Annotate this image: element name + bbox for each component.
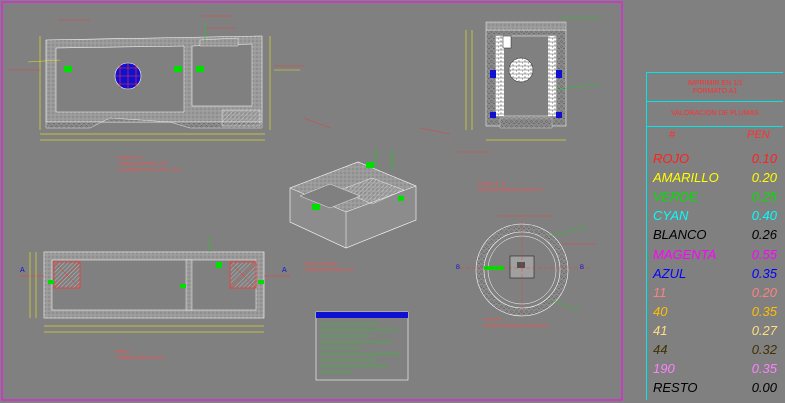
- pen-table-title: VALORACION DE PLUMAS: [671, 110, 759, 117]
- corte-aa-note: VOLUMEN TOTAL UTIL= 7m3: [118, 167, 181, 172]
- pen-width-value: 0.35: [751, 303, 777, 319]
- pen-row: VERDE 0.25: [647, 187, 783, 206]
- pen-color-name: 40: [653, 303, 668, 319]
- section-mark-b-right: B: [580, 265, 585, 271]
- planta-pozo-subtitle: POZO DE PERCOLACION N°2: [484, 323, 549, 328]
- pen-color-name: ROJO: [653, 151, 690, 166]
- corte-bb-title: CORTE B - B: [478, 181, 506, 186]
- vista-isometrica-subtitle: TANQUE SEPTICO N°2: [304, 267, 354, 272]
- pen-row: MAGENTA 0.55: [647, 245, 783, 264]
- pen-valuation-table: IMPRIMIR EN 1/1 FORMATO A1 VALORACION DE…: [646, 72, 783, 400]
- section-mark-a-left: A: [20, 267, 25, 274]
- section-mark-b-left: B: [456, 265, 461, 271]
- pen-color-name: AMARILLO: [653, 170, 719, 186]
- corte-bb-view: [465, 17, 601, 141]
- corte-aa-view: [27, 24, 300, 141]
- pen-color-name: CYAN: [653, 208, 689, 224]
- pen-table-title-header: VALORACION DE PLUMAS: [647, 101, 783, 127]
- pen-color-name: VERDE: [653, 189, 698, 205]
- pen-width-value: 0.00: [751, 380, 777, 396]
- pen-width-value: 0.20: [751, 170, 777, 186]
- vista-isometrica-title: Vista Isometrica: [304, 261, 337, 266]
- col-header-color: #: [669, 129, 676, 141]
- spec-notes-box: [315, 311, 409, 381]
- pen-width-value: 0.55: [751, 246, 777, 262]
- pen-width-value: 0.10: [751, 151, 777, 166]
- planta-tanque-title: Planta: [116, 349, 130, 354]
- corte-aa-subtitle: TANQUE SEPTICO N°2: [118, 161, 168, 166]
- col-header-pen: PEN: [747, 129, 770, 141]
- pen-row: AMARILLO 0.20: [647, 168, 783, 187]
- sheet-border: [1, 1, 623, 401]
- pen-color-name: 11: [653, 284, 667, 300]
- planta-pozo-title: PLANTA: [484, 317, 502, 322]
- pen-row: RESTO 0.00: [647, 378, 783, 397]
- corte-bb-subtitle: POZO DE PERCOLACION N°2: [478, 187, 543, 192]
- pen-row: 190 0.35: [647, 359, 783, 378]
- pen-color-name: BLANCO: [653, 227, 707, 243]
- pen-row: CYAN 0.40: [647, 206, 783, 225]
- pen-color-name: 44: [653, 342, 668, 357]
- planta-pozo-view: [460, 220, 590, 317]
- pen-width-value: 0.35: [751, 265, 777, 281]
- pen-width-value: 0.35: [751, 361, 777, 377]
- pen-width-value: 0.27: [751, 322, 777, 338]
- pen-color-name: RESTO: [653, 380, 698, 396]
- corte-aa-title: CORTE A-A: [118, 155, 143, 160]
- annotation-leaders: [8, 15, 596, 245]
- pen-color-name: 41: [653, 322, 668, 338]
- pen-width-value: 0.40: [751, 208, 777, 224]
- pen-color-name: AZUL: [653, 265, 687, 281]
- pen-width-value: 0.32: [751, 342, 777, 357]
- section-mark-a-right: A: [282, 267, 287, 274]
- pen-row: BLANCO 0.26: [647, 225, 783, 244]
- pen-width-value: 0.20: [751, 284, 777, 300]
- isometric-view: [289, 148, 417, 249]
- planta-tanque-view: [20, 236, 290, 333]
- print-format-label: FORMATO A1: [692, 88, 738, 95]
- pen-row: ROJO 0.10: [647, 149, 783, 168]
- pen-color-name: MAGENTA: [653, 246, 717, 262]
- planta-tanque-subtitle: TANQUE SEPTICO N°2: [116, 355, 166, 360]
- pen-row: AZUL 0.35: [647, 264, 783, 283]
- pen-width-value: 0.26: [751, 227, 777, 243]
- print-scale-label: IMPRIMIR EN 1/1: [687, 80, 743, 87]
- pen-color-name: 190: [653, 361, 675, 377]
- pen-table-print-header: IMPRIMIR EN 1/1 FORMATO A1: [647, 72, 783, 102]
- pen-width-value: 0.25: [751, 189, 777, 205]
